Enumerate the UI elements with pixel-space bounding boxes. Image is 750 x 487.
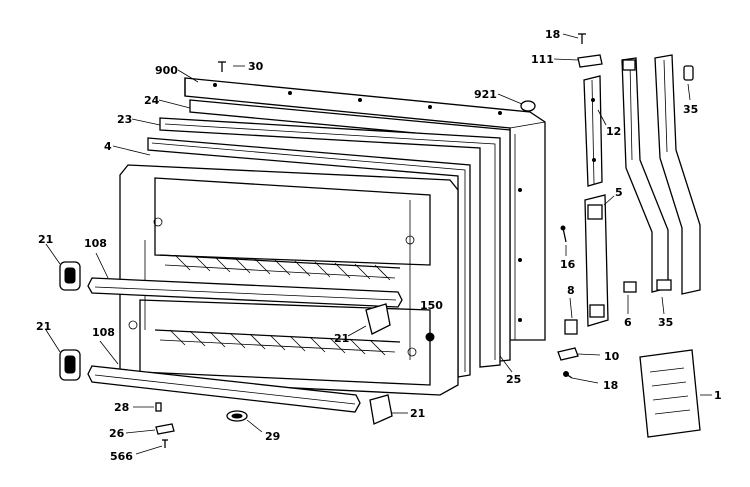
cap-35 <box>683 65 694 81</box>
label-25: 25 <box>506 373 521 386</box>
label-921: 921 <box>474 88 497 101</box>
inner-door-liner <box>119 164 459 396</box>
label-6: 6 <box>624 316 632 329</box>
clip-8 <box>564 319 578 335</box>
screw-566 <box>162 439 168 448</box>
clip-10 <box>557 347 579 361</box>
label-21-lower-left: 21 <box>36 320 51 333</box>
label-21-right-upper: 21 <box>334 332 349 345</box>
bar-end-cap-left-lower <box>59 349 81 381</box>
handle-6 <box>621 57 669 293</box>
label-111: 111 <box>531 53 554 66</box>
label-23: 23 <box>117 113 132 126</box>
label-18-bottom: 18 <box>603 379 618 392</box>
plate-26 <box>155 423 175 435</box>
label-566: 566 <box>110 450 133 463</box>
label-108-lower: 108 <box>92 326 115 339</box>
upper-door-bar <box>87 277 403 308</box>
label-35-top: 35 <box>683 103 698 116</box>
label-26: 26 <box>109 427 125 440</box>
label-1: 1 <box>714 389 722 402</box>
label-4: 4 <box>104 140 112 153</box>
label-8: 8 <box>567 284 575 297</box>
bracket-111 <box>577 54 603 68</box>
lower-door-bar <box>87 365 361 413</box>
outer-door-panel <box>184 77 546 341</box>
label-35-bottom: 35 <box>658 316 673 329</box>
upper-shelf-ribs <box>159 254 401 281</box>
screw-150 <box>425 332 435 342</box>
channel-12 <box>583 75 603 187</box>
label-21-right-lower: 21 <box>410 407 425 420</box>
label-900: 900 <box>155 64 178 77</box>
leader-lines <box>45 33 712 455</box>
label-5: 5 <box>615 186 623 199</box>
label-150: 150 <box>420 299 443 312</box>
screw-30 <box>218 61 226 72</box>
screw-18-top <box>578 33 586 44</box>
callout-labels: 900 30 24 23 4 921 18 111 35 12 5 16 21 … <box>36 28 722 463</box>
label-18-top: 18 <box>545 28 560 41</box>
label-10: 10 <box>604 350 620 363</box>
hinge-bracket-5 <box>584 194 609 327</box>
label-28: 28 <box>114 401 129 414</box>
lower-shelf-ribs <box>154 329 401 356</box>
label-24: 24 <box>144 94 160 107</box>
handle-35 <box>654 54 701 295</box>
bar-end-cap-left-upper <box>59 261 81 291</box>
label-29: 29 <box>265 430 280 443</box>
label-30: 30 <box>248 60 264 73</box>
label-16: 16 <box>560 258 576 271</box>
screw-16 <box>560 225 567 243</box>
bracket-28 <box>155 402 162 412</box>
screw-18-bottom <box>563 371 573 379</box>
label-12: 12 <box>606 125 621 138</box>
plug-29 <box>226 410 248 422</box>
label-108-upper: 108 <box>84 237 107 250</box>
instruction-card-1 <box>639 349 701 438</box>
bar-end-cap-right-lower <box>369 394 393 425</box>
cap-921 <box>520 100 536 112</box>
label-21-upper-left: 21 <box>38 233 53 246</box>
door-gasket-frames <box>147 99 511 378</box>
bar-end-cap-right-upper <box>365 303 391 335</box>
